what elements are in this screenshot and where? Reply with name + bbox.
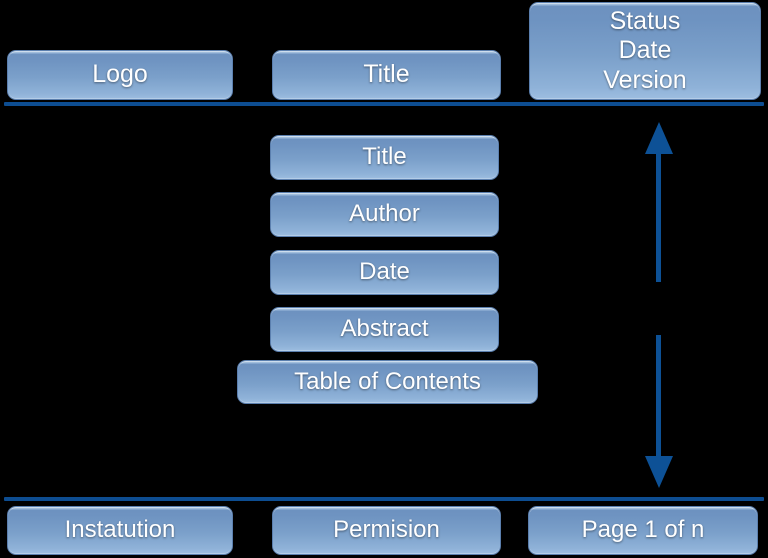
header-status-date-version-block[interactable]: Status Date Version <box>529 2 761 100</box>
footer-page-number-label: Page 1 of n <box>581 516 705 544</box>
footer-institution-block[interactable]: Instatution <box>7 506 233 555</box>
footer-institution-label: Instatution <box>64 516 176 544</box>
footer-permission-block[interactable]: Permision <box>272 506 501 555</box>
body-block-title-label: Title <box>362 143 407 171</box>
header-status-date-version-label: Status Date Version <box>603 6 687 94</box>
body-block-table-of-contents-label: Table of Contents <box>294 367 481 395</box>
body-block-abstract[interactable]: Abstract <box>270 307 499 352</box>
header-title-label: Title <box>363 60 410 89</box>
body-block-author[interactable]: Author <box>270 192 499 237</box>
body-block-abstract-label: Abstract <box>340 315 429 343</box>
footer-page-number-block[interactable]: Page 1 of n <box>528 506 758 555</box>
body-block-table-of-contents[interactable]: Table of Contents <box>237 360 538 404</box>
body-block-date-label: Date <box>359 258 410 286</box>
double-headed-vertical-arrow-icon <box>645 122 673 488</box>
body-block-title[interactable]: Title <box>270 135 499 180</box>
body-block-author-label: Author <box>349 200 420 228</box>
header-divider-rule <box>4 102 764 106</box>
header-title-block[interactable]: Title <box>272 50 501 100</box>
header-logo-block[interactable]: Logo <box>7 50 233 100</box>
header-logo-label: Logo <box>92 60 148 89</box>
footer-divider-rule <box>4 497 764 501</box>
footer-permission-label: Permision <box>333 516 440 544</box>
body-block-date[interactable]: Date <box>270 250 499 295</box>
